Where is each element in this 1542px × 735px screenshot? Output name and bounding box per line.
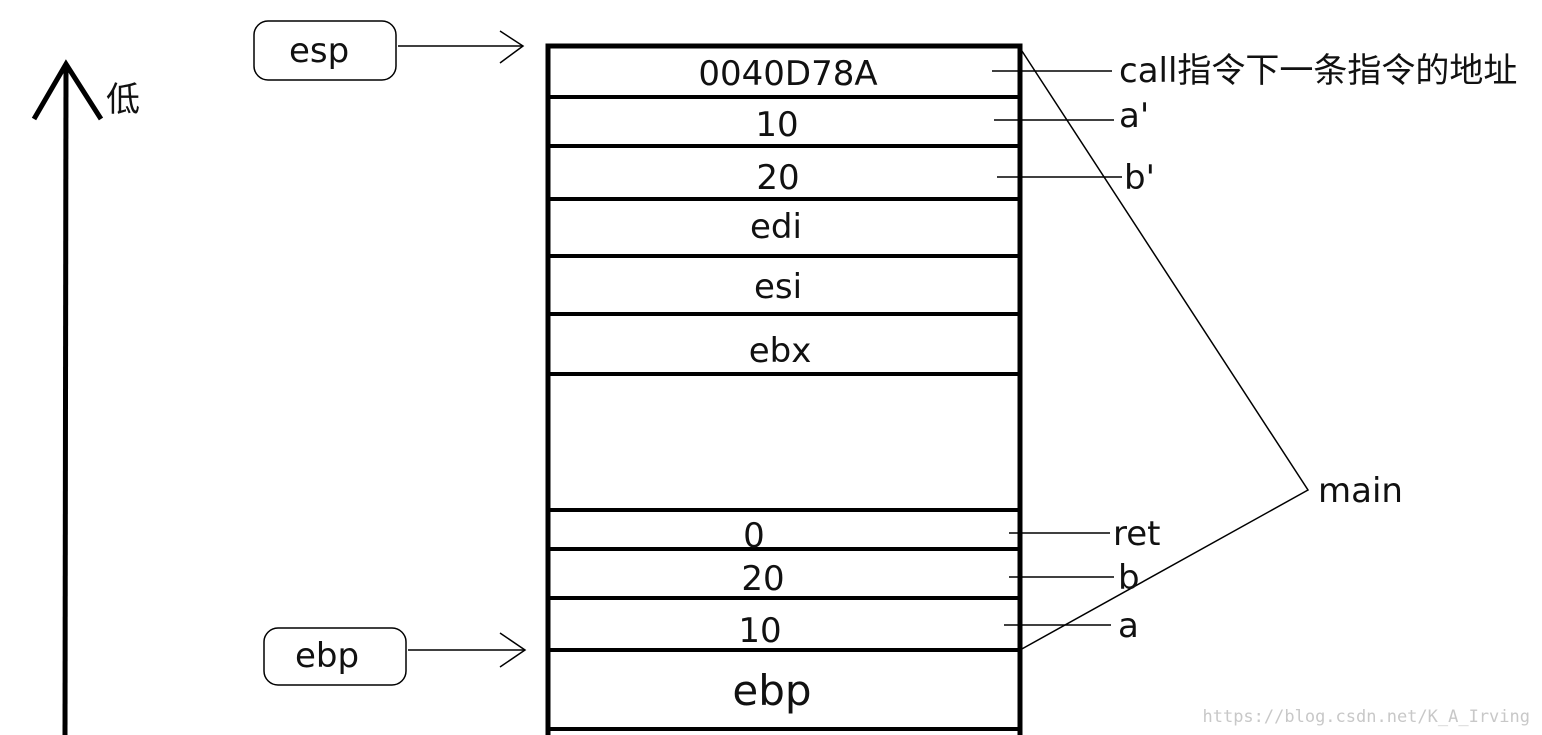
axis-label: 低 [106, 80, 140, 120]
main-bracket [1019, 47, 1310, 651]
esp-pointer: esp [253, 20, 525, 81]
stack-cell-ret: 0 [743, 516, 765, 556]
label-b: b [1118, 558, 1140, 598]
ebp-box [263, 627, 407, 686]
label-a: a [1118, 606, 1139, 646]
stack-cell-ebp: ebp [732, 666, 811, 715]
label-main: main [1318, 471, 1403, 511]
stack-cell-ret-addr: 0040D78A [698, 54, 877, 94]
stack: 0040D78A 10 20 edi esi ebx 0 20 10 ebp [545, 43, 1023, 735]
stack-cell-edi: edi [750, 207, 802, 247]
esp-label: esp [289, 31, 349, 71]
ebp-pointer: ebp [263, 627, 527, 686]
stack-cell-esi: esi [754, 267, 802, 307]
stack-cell-b: 20 [741, 559, 784, 599]
stack-cell-a-prime: 10 [755, 105, 798, 145]
annotation-labels: call指令下一条指令的地址 a' b' main ret b a [1113, 51, 1517, 646]
axis-line [62, 65, 69, 735]
stack-cell-a: 10 [738, 611, 781, 651]
stack-cell-ebx: ebx [749, 331, 812, 371]
stack-outline [545, 43, 1023, 735]
stack-cell-b-prime: 20 [756, 158, 799, 198]
esp-box [253, 20, 397, 81]
watermark: https://blog.csdn.net/K_A_Irving [1202, 707, 1530, 727]
esp-arrowhead-icon [499, 30, 525, 64]
label-ret: ret [1113, 514, 1160, 554]
direction-axis: 低 [31, 59, 140, 735]
label-b-prime: b' [1124, 158, 1155, 198]
label-a-prime: a' [1119, 96, 1149, 136]
ebp-label: ebp [295, 636, 359, 676]
ebp-arrowhead-icon [499, 632, 527, 668]
label-call-next: call指令下一条指令的地址 [1119, 51, 1517, 91]
annotation-lines [992, 47, 1310, 651]
axis-arrowhead-icon [31, 59, 104, 121]
